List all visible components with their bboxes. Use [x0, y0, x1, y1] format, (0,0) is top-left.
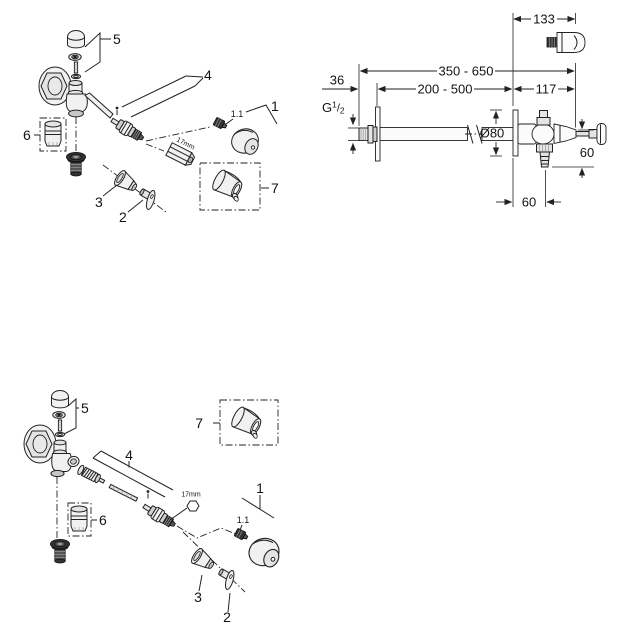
part-3-cone: 3	[189, 546, 218, 605]
part-7-spare-knob: 7	[199, 162, 279, 211]
part-2-key: 2	[119, 184, 162, 225]
pipe-assembly	[358, 106, 607, 168]
hex-tool-17mm: 17mm	[165, 137, 197, 168]
callout-5-label: 5	[81, 400, 89, 416]
dim-wall-length: 200 - 500	[377, 82, 513, 97]
callout-1-1-label: 1.1	[237, 515, 250, 525]
callout-1-bracket	[245, 104, 278, 125]
part-7-box	[219, 399, 279, 446]
cartridge-headwork	[140, 499, 179, 532]
part-2-key: 2	[212, 564, 241, 625]
escutcheon-flange	[512, 109, 519, 157]
telescopic-tube	[379, 127, 468, 141]
callout-1-label: 1	[271, 98, 279, 114]
callout-1-1-label: 1.1	[231, 109, 244, 119]
hose-screw-fitting	[49, 538, 71, 564]
dim-thread-length: 36	[322, 73, 359, 93]
dim-36-label: 36	[330, 73, 344, 88]
dim-350-650-label: 350 - 650	[439, 64, 494, 79]
dim-flange-diameter: Ø80	[480, 109, 505, 157]
extension-rod	[108, 483, 139, 502]
callout-3-label: 3	[95, 194, 103, 210]
part-1-knob: 1	[241, 480, 284, 571]
thread-size-label: G1/2	[322, 100, 359, 154]
part-6-check-valve: 6	[67, 502, 107, 537]
svg-text:G1/2: G1/2	[322, 100, 345, 116]
dim-total-length: 350 - 650	[359, 64, 575, 79]
wrench-size-label: 17mm	[181, 492, 201, 499]
spindle	[575, 131, 590, 137]
axis-main	[145, 126, 211, 142]
hose-barb	[539, 151, 551, 168]
dim-hose-offset: 60	[496, 195, 561, 210]
part-7-spare-knob: 7	[195, 399, 279, 446]
callout-2-label: 2	[223, 609, 231, 625]
dim-knob-length: 133	[513, 12, 576, 27]
callout-5-bracket	[84, 31, 101, 73]
dim-200-500-label: 200 - 500	[418, 82, 473, 97]
exploded-diagram-bottom: 5 6 4	[23, 390, 284, 625]
callout-6-label: 6	[23, 127, 31, 143]
part-1-1-adapter: 1.1	[233, 515, 250, 542]
dimension-drawing: 133 350 - 650 200 - 500 117 36 G1/2	[322, 12, 607, 210]
knob-side-view	[546, 32, 586, 53]
part-1-knob: 1	[227, 98, 279, 158]
callout-5-bracket	[63, 397, 77, 435]
part-3-cone: 3	[95, 168, 141, 210]
hose-nut	[536, 143, 553, 153]
part-4-spindle-extension: 4	[115, 67, 212, 118]
handle	[596, 123, 607, 145]
callout-2-label: 2	[119, 209, 127, 225]
outlet-pipe	[84, 92, 114, 119]
part-4-spindle-extension: 4	[77, 447, 174, 502]
hex-outline	[186, 500, 200, 512]
dim-60-bottom-label: 60	[522, 195, 536, 210]
dim-133-label: 133	[533, 12, 555, 27]
callout-4-label: 4	[125, 447, 133, 463]
callout-7-label: 7	[195, 415, 203, 431]
hose-screw-fitting	[65, 151, 87, 177]
dim-outlet-drop: 60	[552, 119, 594, 178]
exploded-diagram-top: 5 6 4 17mm 1.1	[23, 30, 279, 225]
callout-3-label: 3	[194, 589, 202, 605]
spring-washer-stack	[77, 464, 106, 484]
callout-6-label: 6	[99, 512, 107, 528]
wall-flange	[23, 424, 57, 464]
extension-lines	[358, 13, 576, 207]
callout-1-label: 1	[256, 480, 264, 496]
part-1-1-adapter: 1.1	[212, 109, 244, 131]
part-5-cap-assembly: 5	[67, 30, 121, 80]
axis-secondary	[182, 531, 246, 593]
dim-117-label: 117	[536, 82, 557, 97]
top-port	[536, 117, 551, 126]
hex-symbol-17mm: 17mm	[169, 492, 201, 521]
callout-5-label: 5	[113, 31, 121, 47]
valve-body-assembly	[38, 66, 114, 152]
dim-d80-label: Ø80	[480, 126, 505, 141]
part-6-check-valve: 6	[23, 117, 67, 152]
part-5-cap-assembly: 5	[51, 390, 89, 438]
part-7-box	[199, 162, 261, 211]
callout-7-label: 7	[271, 180, 279, 196]
dim-valve-length: 117	[513, 82, 575, 97]
dim-60-right-label: 60	[580, 145, 594, 160]
outlet-cone	[553, 123, 577, 145]
cartridge-headwork	[108, 113, 147, 145]
callout-4-label: 4	[204, 67, 212, 83]
part-6-box	[67, 502, 92, 537]
valve-body-assembly	[23, 424, 80, 540]
